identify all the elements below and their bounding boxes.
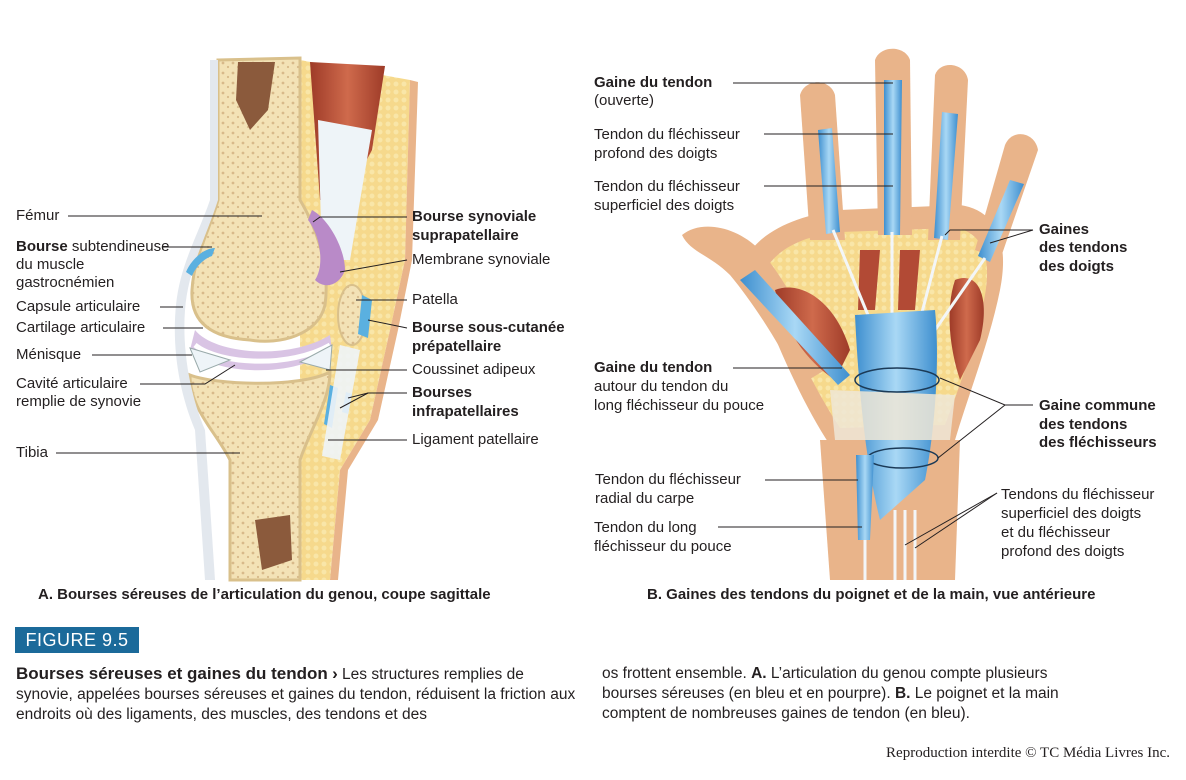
label-cartilage: Cartilage articulaire (16, 319, 146, 336)
label-gaine-pouce-3: long fléchisseur du pouce (594, 397, 765, 414)
figure-text-2B: B. (894, 685, 911, 702)
label-gaine-commune-3: des fléchisseurs (1039, 434, 1157, 451)
figure-title: Bourses séreuses et gaines du tendon (16, 664, 328, 683)
label-bourses-infra-1: Bourses (412, 384, 473, 401)
label-patella: Patella (412, 291, 458, 308)
label-tendons-fl-1: Tendons du fléchisseur (1001, 486, 1155, 503)
label-menisque: Ménisque (16, 346, 82, 363)
label-bourse-subtendineuse-3: gastrocnémien (16, 274, 115, 291)
hand-illustration (682, 48, 1038, 580)
figure-text-2c: Le poignet et la main comptent de nombre… (602, 685, 1059, 722)
knee-illustration (174, 56, 418, 582)
label-membrane: Membrane synoviale (412, 251, 551, 268)
illustration (56, 48, 1038, 582)
label-bourse-subtendineuse-2: du muscle (16, 256, 85, 273)
label-gaines-doigts-1: Gaines (1039, 221, 1090, 238)
label-long-pouce-1: Tendon du long (594, 519, 697, 536)
hand-leader-lines (718, 82, 1034, 549)
label-bourse-subtendineuse-rest: subtendineuse (67, 238, 170, 255)
label-gaine-pouce-2: autour du tendon du (594, 378, 729, 395)
label-fl-superficiel-2: superficiel des doigts (594, 197, 735, 214)
label-long-pouce-2: fléchisseur du pouce (594, 538, 732, 555)
label-radial-2: radial du carpe (595, 490, 695, 507)
label-tendons-fl-4: profond des doigts (1001, 543, 1125, 560)
figure-text-2b: L’articulation du genou compte plusieurs… (602, 665, 1048, 702)
label-gaines-doigts-3: des doigts (1039, 258, 1115, 275)
label-fl-superficiel-1: Tendon du fléchisseur (594, 178, 740, 195)
caption-b: B. Gaines des tendons du poignet et de l… (647, 586, 1096, 603)
label-fl-profond-2: profond des doigts (594, 145, 718, 162)
label-cavite-2: remplie de synovie (16, 393, 142, 410)
figure-text-2A: A. (751, 665, 767, 682)
label-gaine-commune-1: Gaine commune (1039, 397, 1156, 414)
label-gaine-tendon-sub: (ouverte) (594, 92, 655, 109)
figure-text-col1: Bourses séreuses et gaines du tendon › L… (16, 664, 578, 725)
label-tendons-fl-2: superficiel des doigts (1001, 505, 1142, 522)
figure-text-col2: os frottent ensemble. A. L’articulation … (602, 664, 1072, 724)
label-gaines-doigts-2: des tendons (1039, 239, 1128, 256)
label-radial-1: Tendon du fléchisseur (595, 471, 741, 488)
label-bourses-infra-2: infrapatellaires (412, 403, 519, 420)
label-fl-profond-1: Tendon du fléchisseur (594, 126, 740, 143)
figure-badge: FIGURE 9.5 (15, 627, 139, 653)
label-gaine-commune-2: des tendons (1039, 416, 1128, 433)
label-bourse-subtendineuse: Bourse subtendineuse (16, 238, 169, 256)
label-coussinet: Coussinet adipeux (412, 361, 536, 378)
label-gaine-pouce-1: Gaine du tendon (594, 359, 713, 376)
label-bourse-sous-2: prépatellaire (412, 338, 502, 355)
label-ligament: Ligament patellaire (412, 431, 539, 448)
label-capsule: Capsule articulaire (16, 298, 141, 315)
figure-arrow: › (332, 664, 338, 683)
knee-leader-lines (56, 215, 408, 454)
copyright-notice: Reproduction interdite © TC Média Livres… (886, 745, 1170, 761)
caption-a: A. Bourses séreuses de l’articulation du… (38, 586, 491, 603)
label-femur: Fémur (16, 207, 60, 224)
label-cavite-1: Cavité articulaire (16, 375, 128, 392)
label-gaine-tendon: Gaine du tendon (594, 74, 713, 91)
label-bourse-subtendineuse-bold: Bourse (16, 238, 68, 255)
label-bourse-sous-1: Bourse sous-cutanée (412, 319, 565, 336)
label-bourse-supra-2: suprapatellaire (412, 227, 519, 244)
label-tibia: Tibia (16, 444, 48, 461)
figure-text-1: Les structures remplies de synovie, appe… (16, 666, 576, 723)
label-tendons-fl-3: et du fléchisseur (1001, 524, 1111, 541)
figure-text-2a: os frottent ensemble. (602, 665, 752, 682)
label-bourse-supra-1: Bourse synoviale (412, 208, 537, 225)
